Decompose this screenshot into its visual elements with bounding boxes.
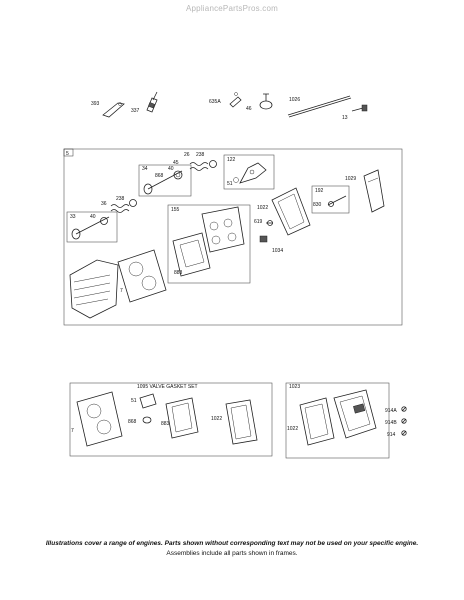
label-914a: 914A [385,408,397,414]
part-34-valve[interactable] [143,170,183,195]
part-cylinder-head[interactable] [69,259,119,319]
label-830: 830 [313,202,322,208]
part-1034-nut[interactable] [259,235,268,243]
frame-5 [63,148,403,326]
frame-5-id: 5 [66,151,69,157]
part-883-gasket-lower[interactable] [165,397,199,439]
part-914-screw[interactable] [401,430,407,436]
frame-5-tag [63,148,74,157]
label-635a: 635A [209,99,221,105]
frame-34-id: 34 [142,166,148,172]
label-868-upper: 868 [155,173,164,179]
label-1022-lower: 1022 [287,426,298,432]
label-883-upper: 883 [174,270,183,276]
label-1022-middle: 1022 [211,416,222,422]
part-7-head-gasket-upper[interactable] [117,249,167,303]
label-914b: 914B [385,420,397,426]
part-337-spark-plug[interactable] [146,91,158,113]
part-155-head-plate[interactable] [201,206,245,253]
frame-155-id: 155 [171,207,180,213]
frame-33-id: 33 [70,214,76,220]
frame-1095-title: 1095 VALVE GASKET SET [137,384,198,390]
label-619: 619 [254,219,263,225]
part-883-gasket-upper[interactable] [172,232,211,277]
label-1034: 1034 [272,248,283,254]
frame-122 [223,154,275,190]
part-619-screw[interactable] [266,220,273,226]
label-40-upper: 40 [168,166,174,172]
part-122-rocker-arm[interactable] [233,162,267,184]
label-7-upper: 7 [120,288,123,294]
part-238-ring-upper[interactable] [209,160,217,168]
part-36-spring[interactable] [110,204,130,213]
label-45: 45 [173,160,179,166]
label-1026: 1026 [289,97,300,103]
frame-122-id: 122 [227,157,236,163]
part-13-screw[interactable] [351,104,368,112]
part-1026-push-rod[interactable] [287,95,352,118]
part-46-breather[interactable] [259,93,273,110]
part-914b-screw[interactable] [401,418,407,424]
label-868-lower: 868 [128,419,137,425]
part-914a-screw[interactable] [401,406,407,412]
part-635a-fitting[interactable] [229,92,242,108]
watermark: AppliancePartsPros.com [186,4,278,13]
label-1022-upper: 1022 [257,205,268,211]
label-13: 13 [342,115,348,121]
part-868-seal-lower[interactable] [142,416,152,424]
label-337: 337 [131,108,140,114]
assemblies-caption: Assemblies include all parts shown in fr… [166,550,298,557]
label-36: 36 [101,201,107,207]
label-51-lower: 51 [131,398,137,404]
part-51-gasket-lower[interactable] [139,393,157,409]
frame-1095-valve-gasket-set [69,382,273,457]
label-40-lower: 40 [90,214,96,220]
part-33-valve[interactable] [71,216,110,240]
label-393: 393 [91,101,100,107]
part-238-ring-lower[interactable] [129,199,137,207]
label-914: 914 [387,432,396,438]
part-192-valve-assembly[interactable] [327,195,347,207]
frame-192-id: 192 [315,188,324,194]
label-26: 26 [184,152,190,158]
label-238-upper: 238 [196,152,205,158]
frame-33 [66,211,118,243]
label-46: 46 [246,106,252,112]
frame-155 [167,204,251,284]
label-51-upper: 51 [227,181,233,187]
frame-192 [311,185,350,214]
part-1029-breather-tube[interactable] [363,169,385,213]
frame-34 [138,164,192,197]
part-7-head-gasket-lower[interactable] [76,391,123,447]
frame-1023 [285,382,390,459]
frame-1023-id: 1023 [289,384,300,390]
label-883-lower: 883 [161,421,170,427]
label-7-lower: 7 [71,428,74,434]
disclaimer-caption: Illustrations cover a range of engines. … [45,540,419,547]
part-1022-rocker-cover[interactable] [271,187,311,236]
part-393-bracket[interactable] [102,102,125,118]
part-1022-cover-gasket-frame[interactable] [299,397,335,446]
label-238-lower: 238 [116,196,125,202]
part-26-spring[interactable] [189,162,209,171]
label-1029: 1029 [345,176,356,182]
part-1023-valve-cover[interactable] [333,389,377,439]
part-1022-cover-gasket-lower[interactable] [225,399,258,445]
